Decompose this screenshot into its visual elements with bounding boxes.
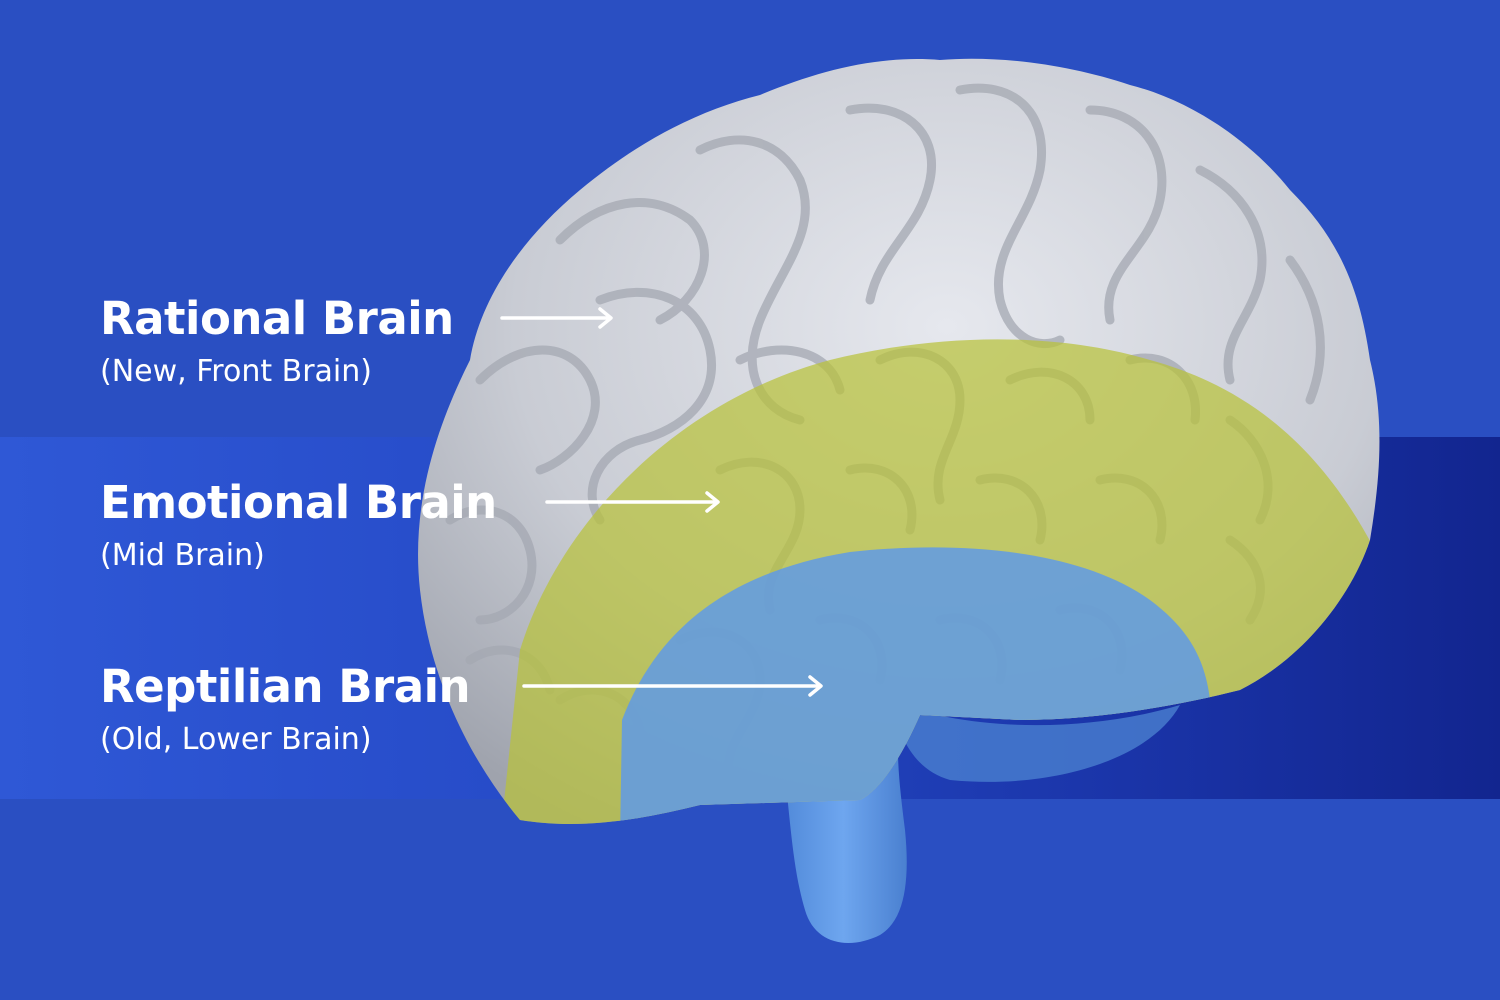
arrow-right-icon — [500, 307, 613, 329]
emotional-brain-title: Emotional Brain — [100, 476, 497, 529]
rational-brain-subtitle: (New, Front Brain) — [100, 354, 372, 389]
cerebellum-shadow — [890, 700, 1180, 782]
reptilian-brain-label: Reptilian Brain (Old, Lower Brain) — [100, 660, 471, 757]
reptilian-brain-title: Reptilian Brain — [100, 660, 471, 713]
arrow-right-icon — [522, 675, 823, 697]
emotional-brain-label: Emotional Brain (Mid Brain) — [100, 480, 497, 571]
reptilian-brain-subtitle: (Old, Lower Brain) — [100, 722, 372, 757]
rational-brain-title: Rational Brain — [100, 292, 454, 345]
arrow-right-icon — [545, 491, 720, 513]
emotional-brain-subtitle: (Mid Brain) — [100, 538, 265, 573]
rational-brain-label: Rational Brain (New, Front Brain) — [100, 296, 454, 387]
